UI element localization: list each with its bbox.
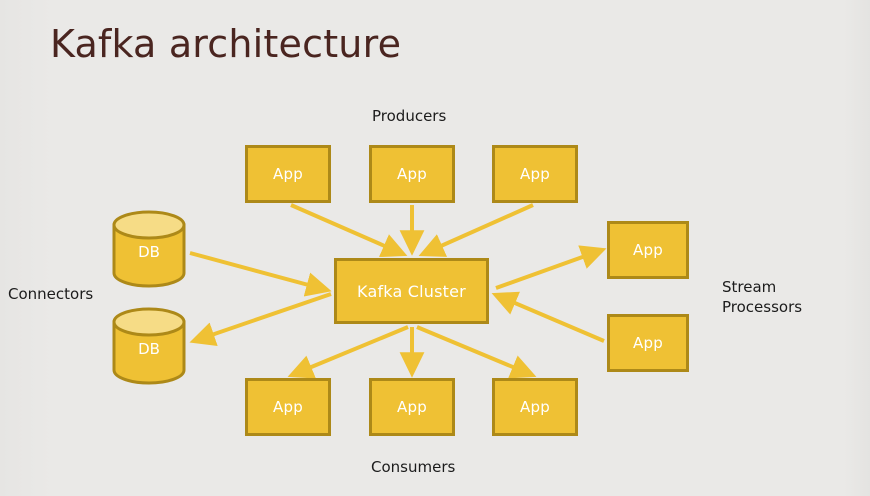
consumer-app-1[interactable]: App [245,378,331,436]
stream-processor-app-2-label: App [633,334,663,352]
producer-app-2-label: App [397,165,427,183]
group-label-stream-processors: Stream Processors [722,278,803,316]
stream-processor-app-1[interactable]: App [607,221,689,279]
producer-app-3-label: App [520,165,550,183]
group-label-producers: Producers [372,107,447,125]
consumer-app-3[interactable]: App [492,378,578,436]
connector-db-2[interactable]: DB [110,307,188,385]
kafka-cluster-label: Kafka Cluster [357,281,466,301]
edge-cluster-to-stream1 [495,245,607,290]
consumer-app-2[interactable]: App [369,378,455,436]
edge-producer3-to-cluster [418,203,534,257]
producer-app-3[interactable]: App [492,145,578,203]
group-label-consumers: Consumers [371,458,456,476]
database-cylinder-icon [112,307,186,385]
stream-processor-app-1-label: App [633,241,663,259]
edge-cluster-to-consumer3 [416,325,537,379]
consumer-app-3-label: App [520,398,550,416]
connector-db-1-label: DB [138,243,160,261]
edge-cluster-to-db2 [189,292,332,346]
edge-stream2-to-cluster [491,291,605,343]
connector-db-1[interactable]: DB [110,210,188,288]
kafka-cluster-node[interactable]: Kafka Cluster [334,258,489,324]
stream-processor-app-2[interactable]: App [607,314,689,372]
producer-app-2[interactable]: App [369,145,455,203]
edge-db1-to-cluster [189,251,332,297]
database-cylinder-icon [112,210,186,288]
consumer-app-2-label: App [397,398,427,416]
consumer-app-1-label: App [273,398,303,416]
connector-db-2-label: DB [138,340,160,358]
producer-app-1-label: App [273,165,303,183]
page-title: Kafka architecture [50,22,402,66]
edge-cluster-to-consumer1 [287,325,409,379]
group-label-connectors: Connectors [8,285,94,303]
edge-producer1-to-cluster [290,203,408,258]
producer-app-1[interactable]: App [245,145,331,203]
